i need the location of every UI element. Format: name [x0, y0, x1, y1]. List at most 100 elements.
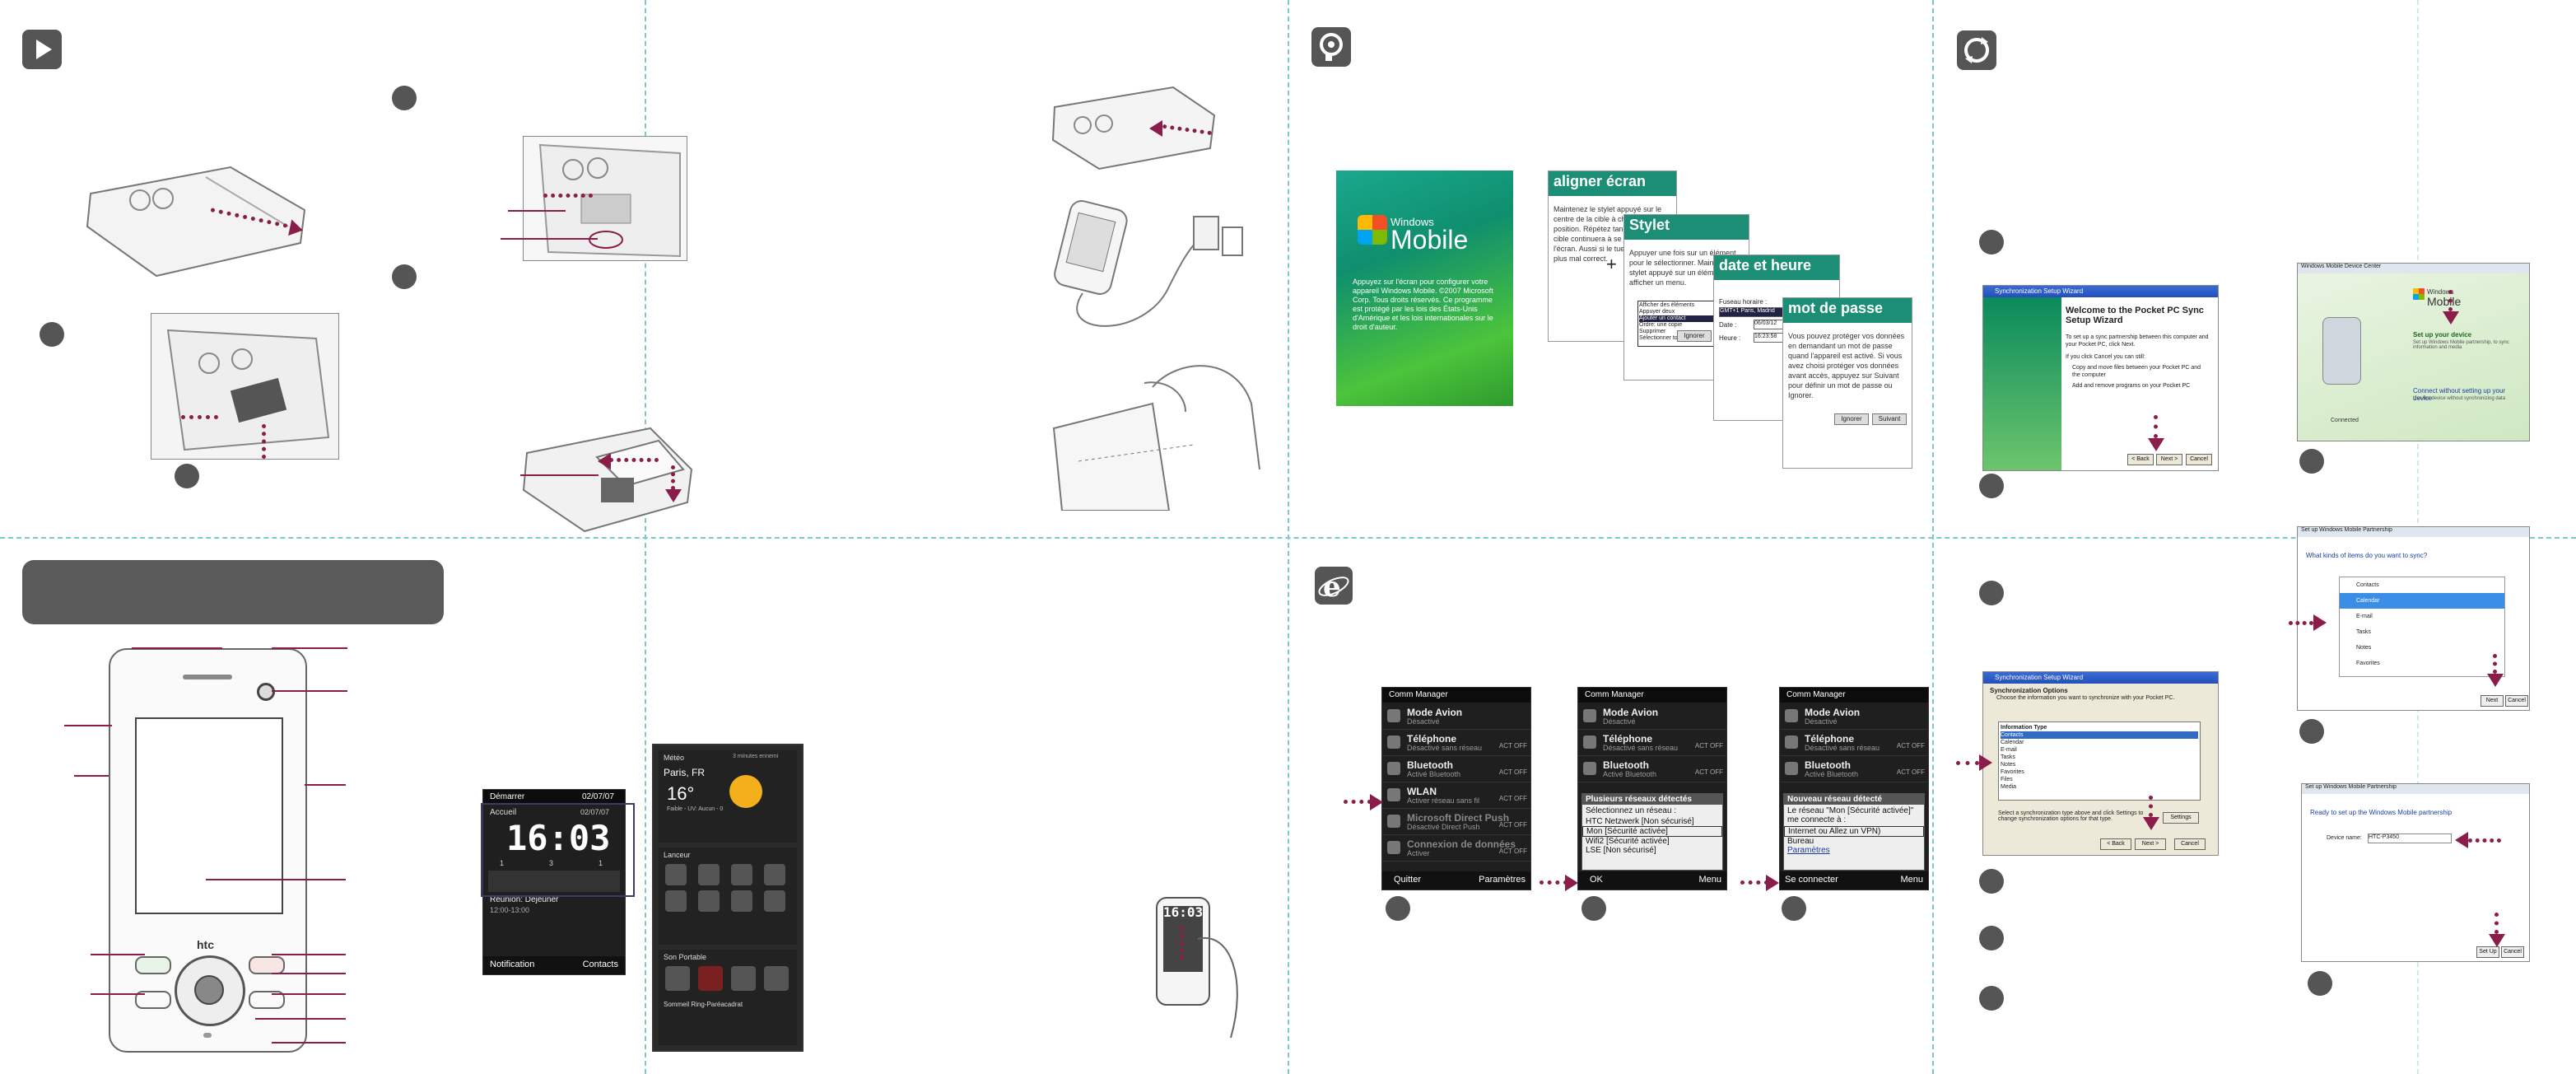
softkey-right[interactable]: Menu [1900, 875, 1923, 885]
app-tile[interactable] [731, 890, 752, 912]
list-item[interactable]: Calendar [2001, 740, 2024, 745]
info-type-list[interactable]: Information Type Contacts Calendar E-mai… [1998, 721, 2201, 801]
end-button[interactable] [249, 956, 285, 974]
app-tile[interactable] [698, 890, 720, 912]
connection-status: Connected [2331, 418, 2359, 423]
clock-display: 16:03 [506, 818, 611, 858]
list-item[interactable]: Media [2001, 784, 2017, 790]
list-item[interactable]: Tasks [2001, 754, 2015, 760]
list-item[interactable]: Favorites [2001, 769, 2024, 775]
list-item[interactable]: Calendar [2340, 593, 2504, 609]
ignore-button[interactable]: Ignorer [1677, 330, 1712, 342]
cancel-button[interactable]: Cancel [2505, 695, 2528, 707]
network-option[interactable]: Mon [Sécurité activée] [1582, 826, 1722, 837]
list-item[interactable]: Contacts [2001, 731, 2198, 739]
list-item[interactable]: Notes [2001, 762, 2016, 768]
music-tile[interactable] [731, 966, 756, 991]
callout-line [305, 784, 346, 786]
set-up-button[interactable]: Set Up [2476, 946, 2499, 958]
list-item[interactable]: Notes [2356, 645, 2372, 651]
network-option[interactable]: Wifi2 [Sécurité activée] [1586, 837, 1670, 846]
callout-line [272, 954, 346, 955]
softkey-right[interactable]: Contacts [582, 960, 618, 969]
play-icon [22, 30, 62, 69]
cancel-button[interactable]: Cancel [2174, 838, 2206, 850]
app-tile[interactable] [731, 864, 752, 885]
softkey-left[interactable]: Quitter [1394, 875, 1422, 885]
device-name-input[interactable]: HTC-P3450 [2368, 834, 2452, 843]
list-item[interactable]: Tasks [2356, 629, 2371, 635]
cancel-button[interactable]: Cancel [2501, 946, 2524, 958]
app-tile[interactable] [764, 864, 785, 885]
list-item[interactable]: Contacts [2356, 582, 2379, 588]
back-button[interactable] [249, 991, 285, 1009]
back-button[interactable]: < Back [2100, 838, 2131, 850]
app-tile[interactable] [764, 890, 785, 912]
softkey-right[interactable]: Menu [1698, 875, 1721, 885]
music-tile[interactable] [698, 966, 723, 991]
list-item[interactable]: E-mail [2356, 614, 2373, 619]
ignore-button[interactable]: Ignorer [1834, 413, 1869, 425]
launcher-panel[interactable]: Lanceur [659, 848, 797, 945]
talk-button[interactable] [135, 956, 171, 974]
menu-item: Supprimer [1639, 329, 1666, 334]
next-button[interactable]: Next > [2156, 454, 2182, 465]
next-button[interactable]: Next > [2135, 838, 2166, 850]
menu-item: Ordre: une copie [1639, 322, 1683, 328]
click-direction-dots [2494, 913, 2499, 934]
touchflo-tab-bar[interactable] [488, 871, 620, 892]
wmdc-sync-types-window: Set up Windows Mobile Partnership What k… [2297, 526, 2530, 711]
app-tile[interactable] [698, 864, 720, 885]
sync-type-list[interactable]: Contacts Calendar E-mail Tasks Notes Fav… [2339, 577, 2505, 677]
back-button[interactable]: < Back [2127, 454, 2154, 465]
settings-button[interactable]: Settings [2163, 812, 2199, 824]
connect-link[interactable]: Connect without setting up your device [2413, 387, 2506, 402]
list-item[interactable]: E-mail [2001, 747, 2017, 753]
next-button[interactable]: Next [2481, 695, 2504, 707]
weather-panel[interactable]: Météo 3 minutes ennemi Paris, FR 16° Fai… [659, 750, 797, 843]
softkey-left[interactable]: Notification [490, 960, 535, 969]
softkey-left[interactable]: OK [1590, 875, 1603, 885]
app-tile[interactable] [665, 864, 687, 885]
list-item[interactable]: Favorites [2356, 661, 2380, 666]
callout-line [272, 993, 346, 995]
network-option[interactable]: HTC Netzwerk [Non sécurisé] [1586, 817, 1694, 826]
music-panel[interactable]: Son Portable Sommeil Ring-Paréacadrat [659, 950, 797, 1045]
timezone-field[interactable]: GMT+1 Paris, Madrid [1719, 307, 1786, 317]
wm-splash-screen[interactable]: Windows Mobile Appuyez sur l'écran pour … [1336, 170, 1513, 406]
network-option[interactable]: Internet ou Allez un VPN) [1784, 826, 1924, 837]
window-title-bar: Set up Windows Mobile Partnership [2302, 784, 2529, 794]
app-tile[interactable] [665, 890, 687, 912]
settings-link[interactable]: Paramètres [1787, 846, 1830, 855]
cancel-button[interactable]: Cancel [2186, 454, 2212, 465]
next-button[interactable]: Suivant [1872, 413, 1907, 425]
device-image [2322, 317, 2361, 385]
enter-button[interactable] [194, 975, 224, 1005]
home-button[interactable] [135, 991, 171, 1009]
wmdc-home-window: Windows Mobile Device Center Windows Mob… [2297, 263, 2530, 441]
network-option[interactable]: Bureau [1787, 837, 1814, 846]
navigation-wheel[interactable] [175, 955, 245, 1026]
music-tile[interactable] [665, 966, 690, 991]
network-option[interactable]: LSE [Non sécurisé] [1586, 846, 1656, 855]
appointment-item[interactable]: Réunion: Déjeuner [490, 895, 559, 904]
softkey-left[interactable]: Se connecter [1785, 875, 1838, 885]
click-arrow-icon [2443, 311, 2459, 325]
setup-device-link[interactable]: Set up your device [2413, 331, 2472, 339]
softkey-right[interactable]: Paramètres [1479, 875, 1526, 885]
list-item[interactable]: Files [2001, 777, 2013, 782]
music-tile[interactable] [764, 966, 789, 991]
